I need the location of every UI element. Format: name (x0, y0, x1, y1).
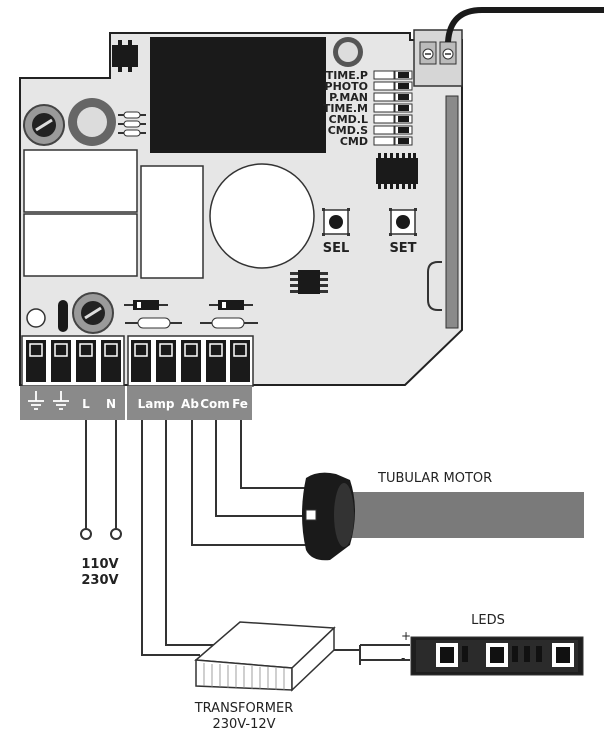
terminal-label-com: Com (200, 397, 230, 411)
dip-switch-2[interactable] (373, 92, 413, 102)
terminal-label-ab: Ab (181, 397, 199, 411)
terminal-label-L: L (82, 397, 90, 411)
dip-switch-5[interactable] (373, 125, 413, 135)
dip-switch-6[interactable] (373, 136, 413, 146)
diodes (124, 300, 253, 310)
terminal-label-fe: Fe (232, 397, 248, 411)
round-component (209, 163, 315, 269)
dip-label-0: TIME.P (326, 69, 368, 82)
potentiometer-left (23, 104, 65, 146)
dip-switch-4[interactable] (373, 114, 413, 124)
supply-terminals (80, 528, 122, 540)
motor-label: TUBULAR MOTOR (377, 471, 492, 486)
terminal-strip-power (21, 335, 125, 387)
dip-switch-1[interactable] (373, 81, 413, 91)
sel-button[interactable] (322, 208, 350, 236)
capacitor (68, 98, 116, 146)
terminal-label-lamp: Lamp (138, 397, 175, 411)
side-connector-strip (445, 95, 459, 329)
fuse-holder (58, 300, 68, 332)
sel-label: SEL (323, 241, 350, 256)
resistors-bottom (125, 317, 258, 329)
small-ic-chip (112, 40, 138, 72)
antenna-terminal (413, 29, 463, 87)
terminal-label-N: N (106, 397, 116, 411)
dip-switch-labels: TIME.P PHOTO P.MAN TIME.M CMD.L CMD.S CM… (323, 69, 368, 148)
terminal-strip-output (127, 335, 254, 387)
transformer-rating: 230V-12V (212, 717, 275, 732)
dip-label-6: CMD (340, 135, 368, 148)
potentiometer-bottom (72, 292, 114, 334)
small-8pin-chip (290, 270, 328, 294)
leds-label: LEDS (471, 613, 505, 628)
set-button[interactable] (389, 208, 417, 236)
relay-2 (23, 213, 138, 277)
ground-icon (53, 391, 69, 410)
supply-voltage-2: 230V (81, 573, 118, 588)
relay-3 (140, 165, 204, 279)
buzzer (333, 37, 363, 67)
supply-voltage-1: 110V (81, 557, 118, 572)
antenna-cable (445, 7, 604, 43)
ground-icon (28, 391, 44, 410)
rf-module (150, 37, 326, 153)
wires (85, 420, 410, 665)
leds-minus-sign: - (401, 651, 405, 665)
dip-switch-0[interactable] (373, 70, 413, 80)
dip-label-2: P.MAN (329, 91, 368, 104)
dip-switch-block (373, 70, 413, 146)
terminal-label-bar (20, 386, 252, 420)
led-strip (410, 636, 584, 676)
dip-switch-3[interactable] (373, 103, 413, 113)
dip-label-5: CMD.S (328, 124, 368, 137)
small-resistors (118, 111, 146, 137)
transformer (194, 621, 336, 692)
led-indicator (26, 308, 46, 328)
tubular-motor (302, 472, 584, 561)
leds-plus-sign: + (401, 629, 411, 643)
transformer-label: TRANSFORMER (194, 701, 294, 716)
dip-label-3: TIME.M (323, 102, 368, 115)
microcontroller-chip (376, 153, 418, 189)
dip-label-1: PHOTO (325, 80, 368, 93)
relay-1 (23, 149, 138, 213)
control-board: TIME.P PHOTO P.MAN TIME.M CMD.L CMD.S CM… (19, 7, 604, 420)
dip-label-4: CMD.L (329, 113, 368, 126)
set-label: SET (389, 241, 416, 256)
